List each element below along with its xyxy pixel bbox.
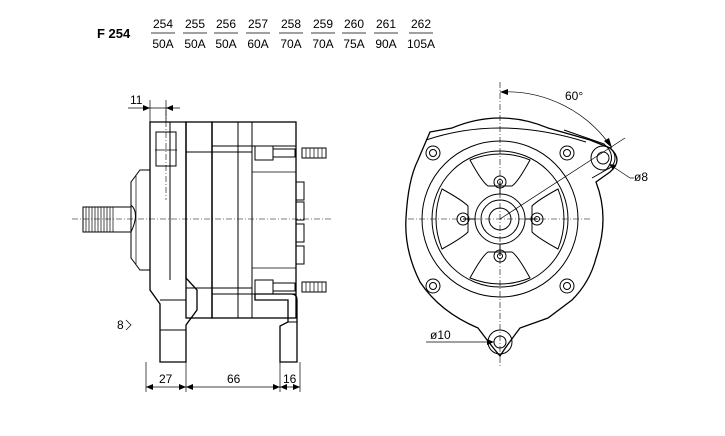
dimension-base-left-label: 27 [159,372,173,386]
dimension-hole-upper-label: ø8 [634,170,648,184]
dimension-base-middle-label: 66 [227,372,241,386]
variant-code: 255 [185,17,205,31]
dimension-hole-lower: ø10 [426,328,494,345]
variant-cells: 25450A25550A25650A25760A25870A25970A2607… [151,17,435,51]
dimension-base-right-label: 16 [283,372,297,386]
variant-code: 256 [216,17,236,31]
variant-rating: 50A [215,37,236,51]
housing-outline [405,117,618,358]
dimension-top-width: 11 [128,93,180,122]
upper-mounting-ear [563,129,616,179]
variant-code: 260 [344,17,364,31]
dimension-offset: 8 [117,318,132,332]
dimension-top-width-label: 11 [130,93,143,107]
variant-rating: 90A [375,37,396,51]
hub [130,169,151,271]
variant-code: 262 [411,17,431,31]
dimension-angle-label: 60° [565,89,583,103]
alternator-body [185,121,305,319]
dimension-offset-label: 8 [117,318,124,332]
variant-rating: 70A [280,37,301,51]
variant-rating: 75A [343,37,364,51]
dimension-base: 27 66 16 [145,362,301,392]
front-view: 60° ø8 ø10 [405,82,648,366]
corner-screws [425,145,575,294]
variant-rating: 70A [312,37,333,51]
side-view: 11 8 27 66 16 [72,93,332,392]
dimension-hole-lower-label: ø10 [430,328,451,342]
rear-bracket [254,293,298,363]
variant-table: F 254 25450A25550A25650A25760A25870A2597… [97,17,435,51]
lower-terminal-stud [254,279,327,295]
shaft [72,206,332,233]
variant-rating: 50A [184,37,205,51]
model-title: F 254 [97,26,131,41]
dimension-angle: 60° [499,89,626,220]
variant-rating: 60A [247,37,268,51]
front-flange [149,110,198,363]
variant-rating: 50A [152,37,173,51]
upper-terminal-stud [254,145,327,161]
variant-code: 257 [248,17,268,31]
variant-cell: 262 105A [407,17,435,51]
variant-code: 254 [153,17,173,31]
cooling-openings [435,153,565,285]
variant-code: 259 [313,17,333,31]
variant-code: 258 [281,17,301,31]
variant-code: 261 [376,17,396,31]
variant-rating: 105A [407,37,435,51]
dimension-hole-upper: ø8 [608,163,648,184]
